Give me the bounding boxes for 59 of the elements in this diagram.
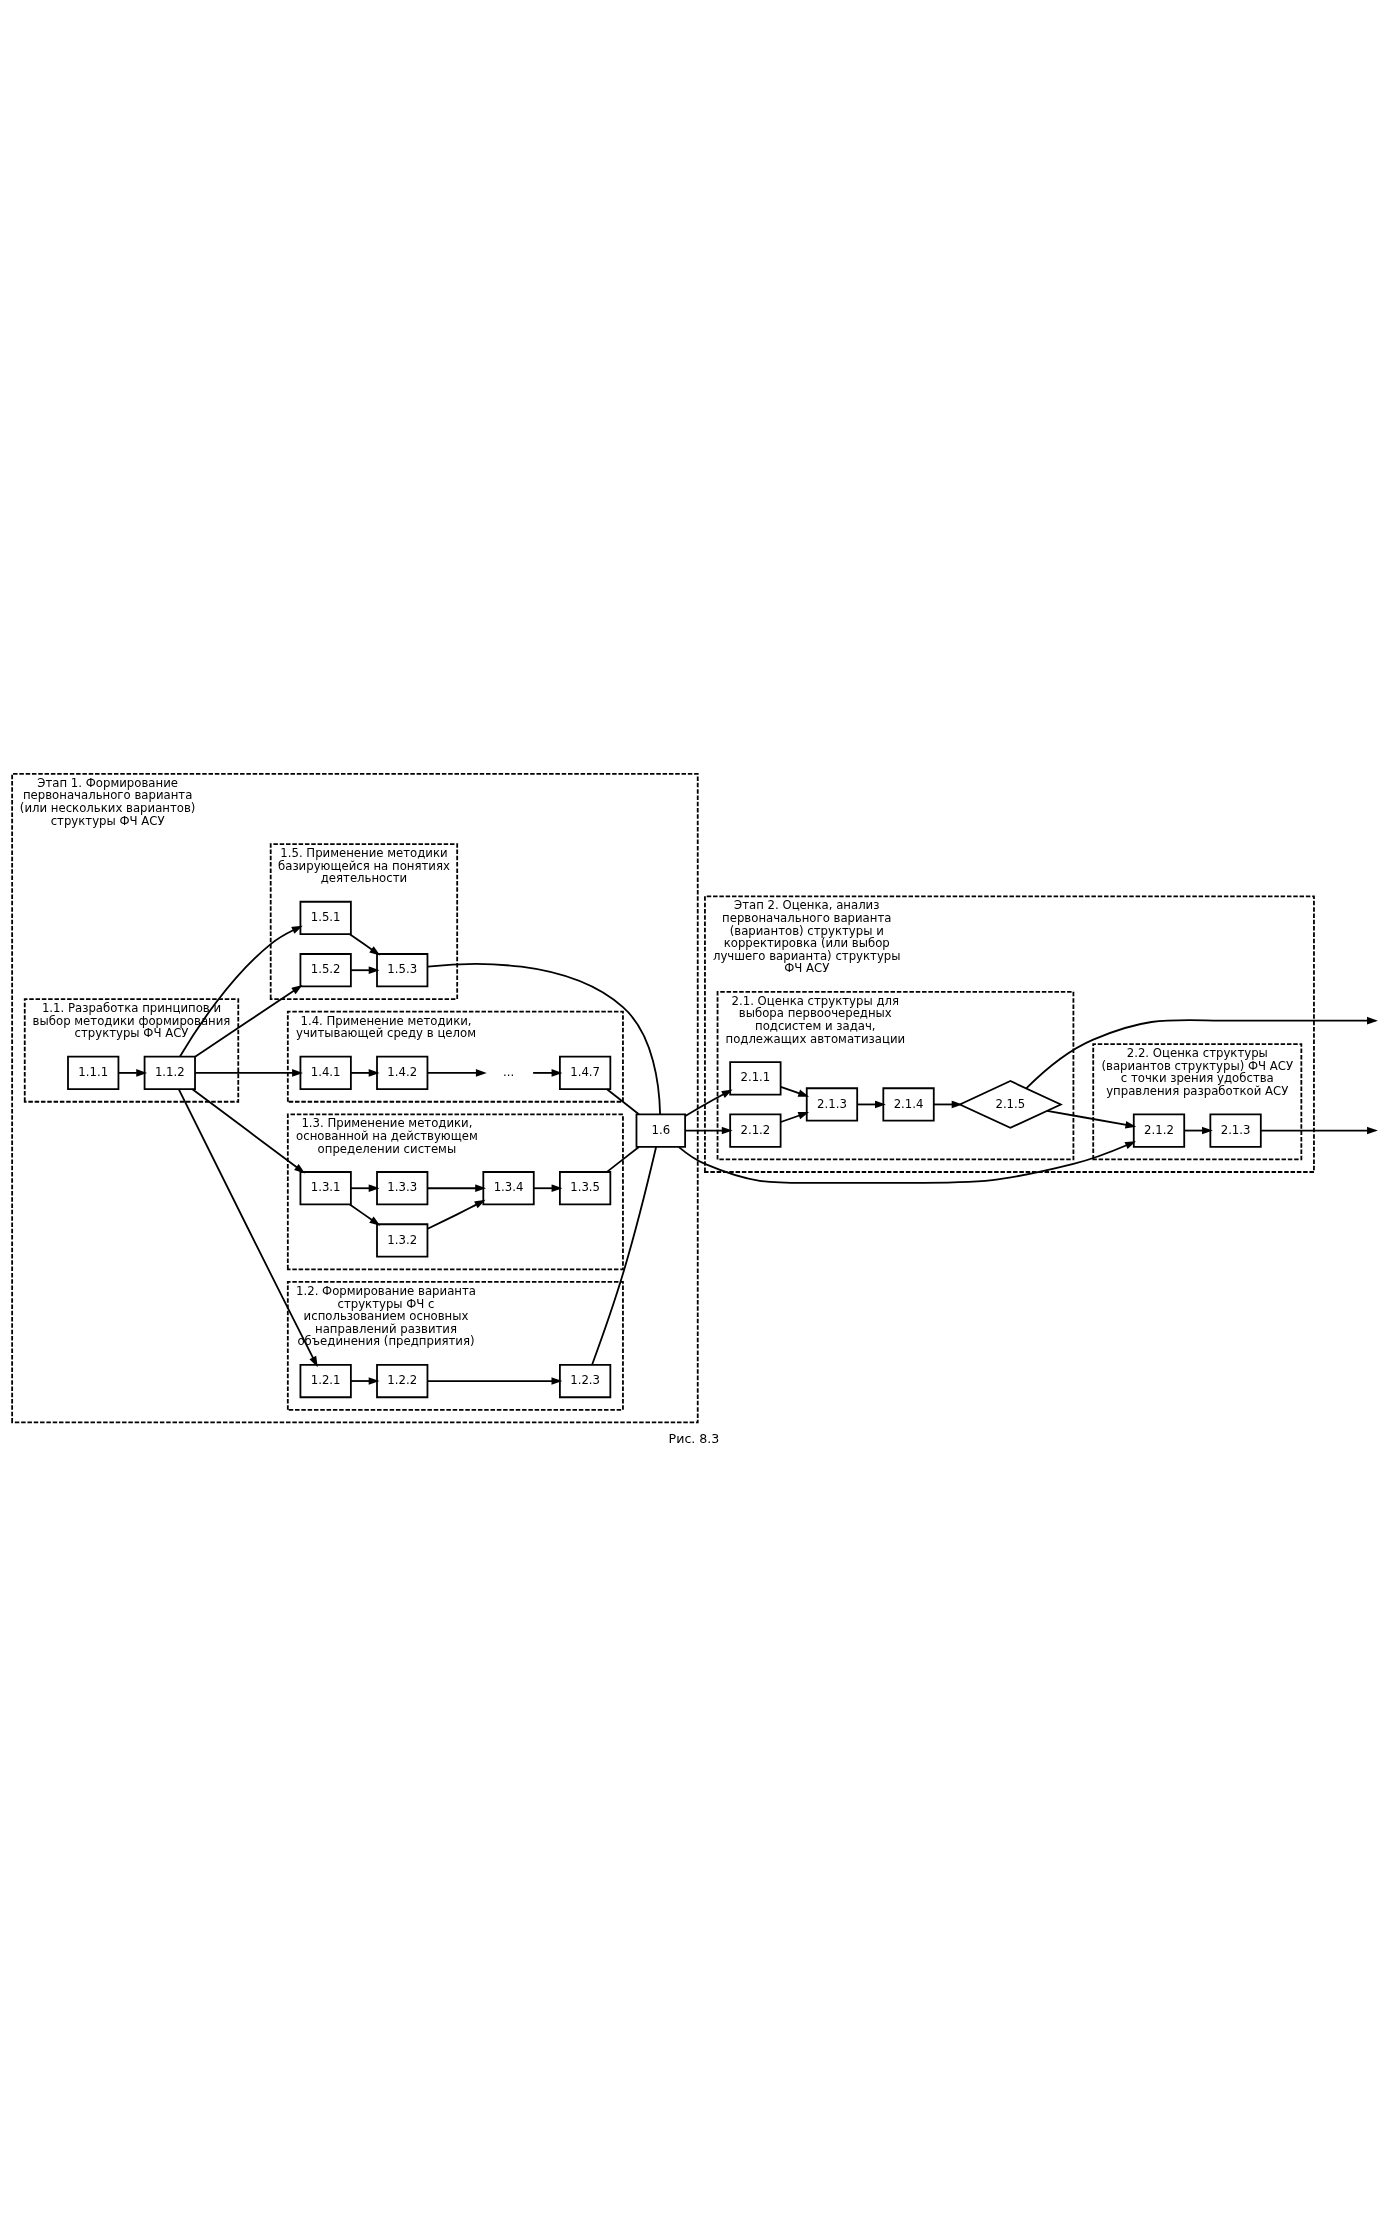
node-box: 1.4.1 xyxy=(299,1055,352,1090)
node-box: 1.4.2 xyxy=(376,1055,429,1090)
node-box: 1.3.4 xyxy=(482,1170,535,1205)
arrow xyxy=(426,1199,486,1230)
node-box: 1.4.7 xyxy=(559,1055,612,1090)
node-box: 2.1.1 xyxy=(729,1060,782,1095)
arrow xyxy=(532,1068,563,1077)
arrow xyxy=(350,1068,380,1077)
arrow xyxy=(350,1376,380,1385)
node-box: 2.1.4 xyxy=(882,1086,935,1122)
node-box: 1.2.1 xyxy=(299,1363,352,1398)
arrow xyxy=(684,1089,733,1117)
node-box: 1.1.1 xyxy=(67,1055,120,1090)
connector xyxy=(426,962,661,1115)
arrow xyxy=(179,925,303,1057)
arrow xyxy=(194,984,303,1058)
node-diamond: 2.1.5 xyxy=(957,1079,1063,1129)
arrow xyxy=(533,1183,563,1192)
node-box: 1.5.1 xyxy=(299,900,352,935)
node-box: 1.3.1 xyxy=(299,1170,352,1205)
arrow xyxy=(779,1085,810,1097)
node-box: 1.2.2 xyxy=(376,1363,429,1398)
node-box: 2.1.3 xyxy=(805,1086,859,1122)
node-box: 1.3.5 xyxy=(559,1170,612,1205)
connector xyxy=(591,1145,657,1365)
arrow xyxy=(933,1100,963,1108)
arrow xyxy=(1025,1016,1378,1089)
arrow xyxy=(350,965,380,974)
arrow xyxy=(191,1087,306,1173)
node-box: 2.1.3 xyxy=(1209,1112,1262,1148)
arrow xyxy=(426,1183,486,1192)
node-box: 1.2.3 xyxy=(559,1363,612,1398)
caption: Рис. 8.3 xyxy=(668,1430,720,1446)
arrow xyxy=(1183,1126,1213,1134)
node-box: 1.3.2 xyxy=(376,1222,429,1258)
arrow xyxy=(684,1126,733,1134)
node-box: 2.1.2 xyxy=(1132,1112,1186,1148)
arrow xyxy=(426,1376,563,1385)
node-box: 1.5.2 xyxy=(299,952,352,987)
arrow xyxy=(348,932,381,956)
arrow xyxy=(117,1068,148,1077)
node-box: 1.3.3 xyxy=(376,1170,429,1205)
arrow xyxy=(856,1100,886,1108)
arrow xyxy=(426,1068,487,1077)
node-box: 2.1.2 xyxy=(729,1112,782,1148)
arrow xyxy=(1260,1126,1378,1134)
arrow xyxy=(350,1183,380,1192)
connector xyxy=(606,1087,640,1115)
node-box: 1.5.3 xyxy=(376,952,429,987)
arrow xyxy=(348,1203,381,1226)
arrow xyxy=(194,1068,303,1077)
node-box: 1.1.2 xyxy=(143,1055,196,1090)
node-box: 1.6 xyxy=(635,1112,686,1148)
arrow xyxy=(678,1140,1136,1184)
connector xyxy=(606,1145,640,1173)
arrow xyxy=(1046,1109,1137,1129)
node-text: ... xyxy=(502,1064,515,1079)
arrow xyxy=(177,1087,318,1367)
arrow xyxy=(779,1111,810,1123)
